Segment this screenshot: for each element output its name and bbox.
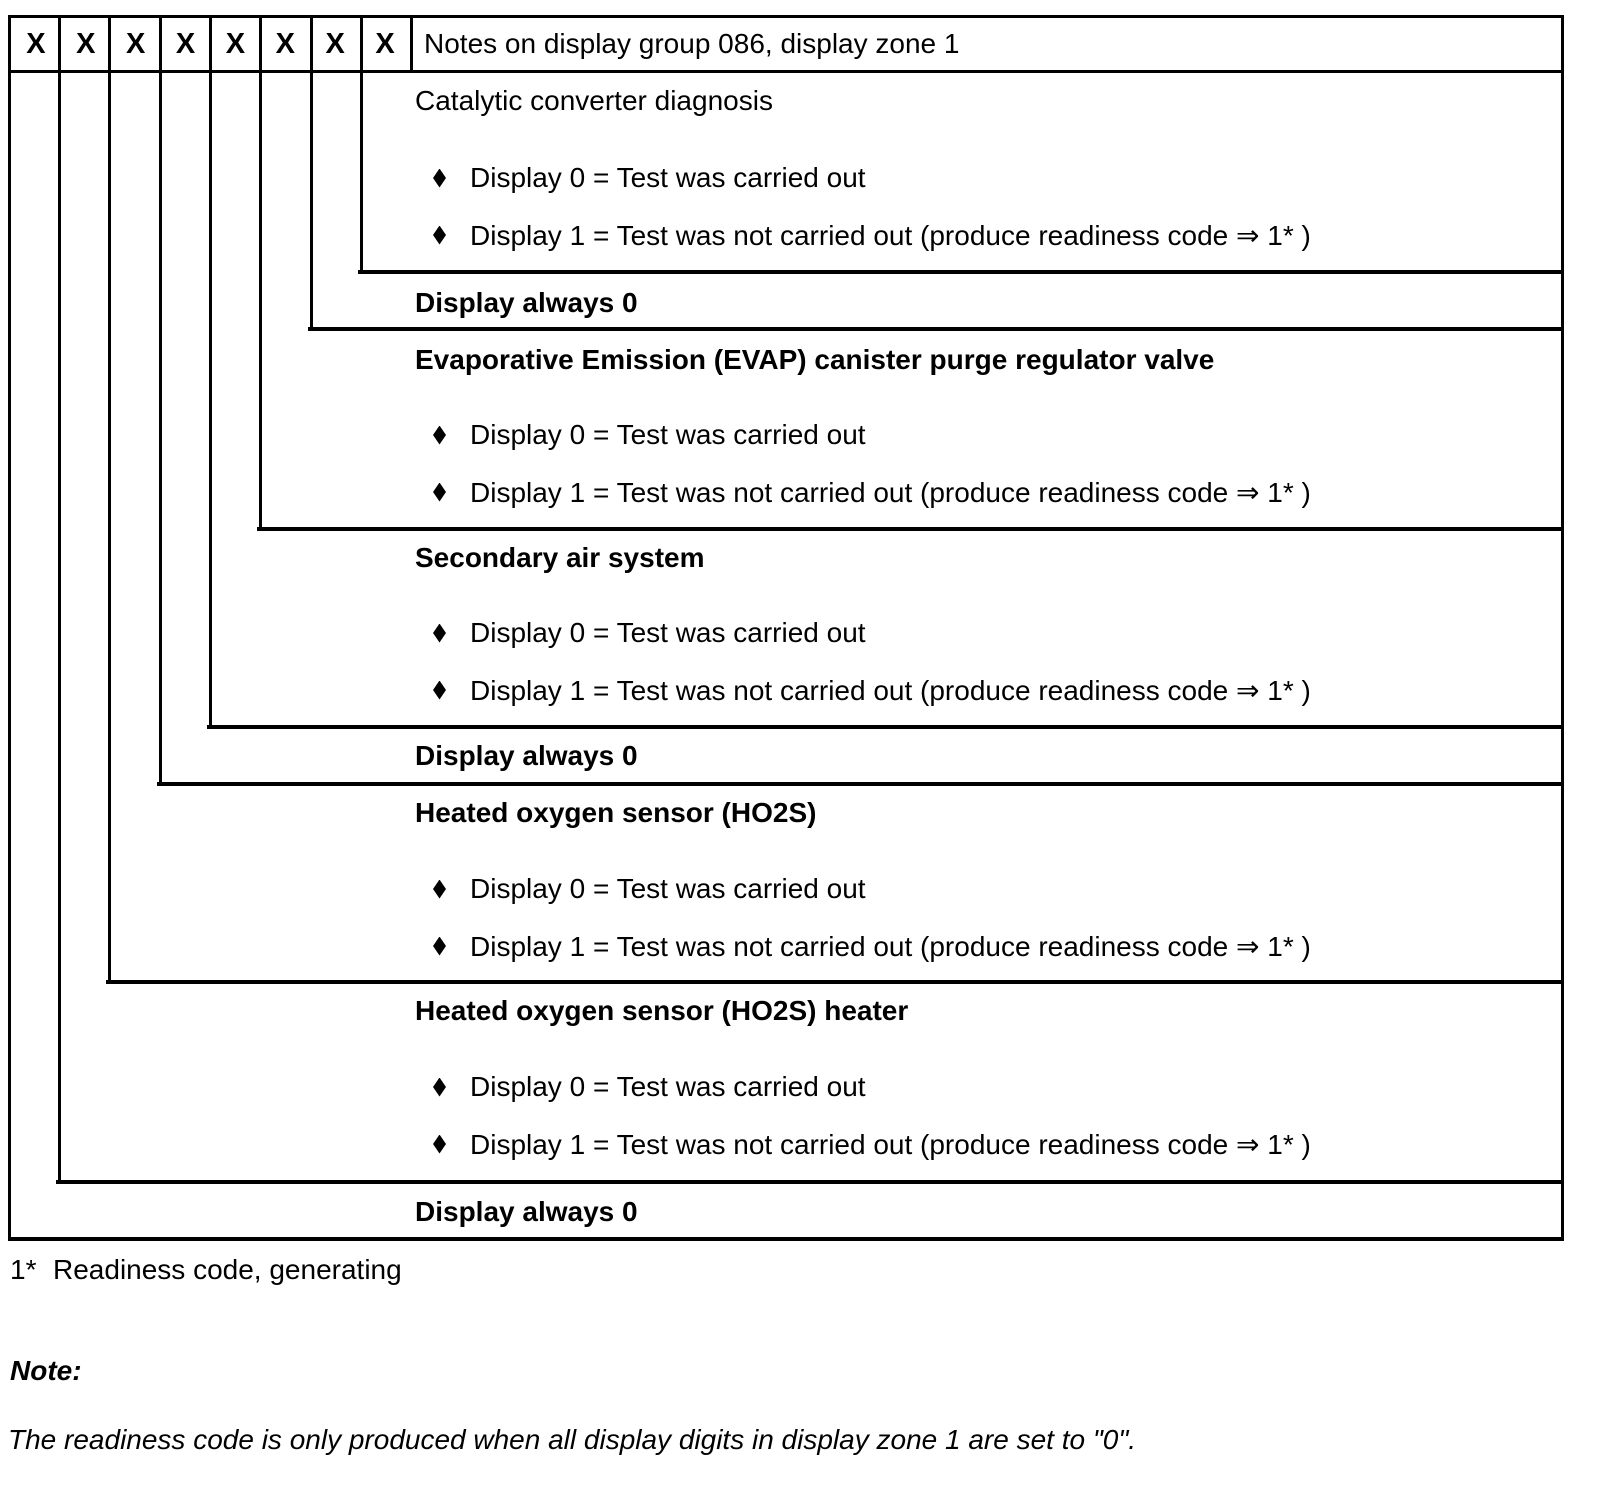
- connector-digit5: [209, 15, 212, 729]
- note-body: The readiness code is only produced when…: [8, 1424, 1137, 1455]
- digit-cell-1: X: [26, 27, 46, 60]
- section-divider-always0-d4: [157, 782, 1564, 786]
- section-title-ho2s: Heated oxygen sensor (HO2S): [415, 797, 817, 828]
- display-digit-row: X X X X X X X X: [11, 18, 410, 70]
- connector-digit4: [159, 15, 162, 786]
- section-divider-evap: [257, 527, 1564, 531]
- bullet-text: Display 1 = Test was not carried out (pr…: [470, 674, 1311, 706]
- connector-digit7: [310, 15, 313, 331]
- diamond-bullet-icon: [433, 225, 446, 245]
- section-title-evap-valve: Evaporative Emission (EVAP) canister pur…: [415, 344, 1215, 375]
- bullet-text: Display 1 = Test was not carried out (pr…: [470, 1128, 1311, 1160]
- digit-cell-7: X: [325, 27, 345, 60]
- bullet-secondary-display-0: Display 0 = Test was carried out: [433, 617, 866, 648]
- diamond-bullet-icon: [433, 623, 446, 643]
- section-title-display-always-0-d4: Display always 0: [415, 740, 638, 771]
- diamond-bullet-icon: [433, 1134, 446, 1154]
- section-title-catalytic-converter: Catalytic converter diagnosis: [415, 85, 773, 116]
- diagram-border-right: [1561, 15, 1564, 1241]
- digit-notes-divider: [410, 15, 413, 73]
- footnote-readiness-code: 1* Readiness code, generating: [10, 1255, 402, 1285]
- diagram-border-top: [8, 15, 1564, 18]
- section-divider-ho2s: [106, 980, 1564, 984]
- section-title-display-always-0-d1: Display always 0: [415, 1196, 638, 1227]
- bullet-ho2s-display-0: Display 0 = Test was carried out: [433, 873, 866, 904]
- section-title-display-always-0-d7: Display always 0: [415, 287, 638, 318]
- bullet-evap-display-0: Display 0 = Test was carried out: [433, 419, 866, 450]
- section-title-secondary-air: Secondary air system: [415, 542, 705, 573]
- connector-digit2: [58, 15, 61, 1184]
- footnote-text: Readiness code, generating: [53, 1254, 402, 1285]
- digit-cell-6: X: [275, 27, 295, 60]
- diamond-bullet-icon: [433, 936, 446, 956]
- diamond-bullet-icon: [433, 168, 446, 188]
- bullet-text: Display 0 = Test was carried out: [470, 162, 866, 193]
- section-divider-always0-d7: [308, 327, 1564, 331]
- bullet-heater-display-1: Display 1 = Test was not carried out (pr…: [433, 1128, 1311, 1160]
- bullet-text: Display 1 = Test was not carried out (pr…: [470, 219, 1311, 251]
- bullet-text: Display 0 = Test was carried out: [470, 873, 866, 904]
- diamond-bullet-icon: [433, 1077, 446, 1097]
- bullet-catalytic-display-0: Display 0 = Test was carried out: [433, 162, 866, 193]
- connector-digit3: [108, 15, 111, 984]
- connector-digit8: [360, 15, 363, 274]
- bullet-text: Display 1 = Test was not carried out (pr…: [470, 476, 1311, 508]
- diagram-border-left: [8, 15, 11, 1241]
- bullet-catalytic-display-1: Display 1 = Test was not carried out (pr…: [433, 219, 1311, 251]
- diamond-bullet-icon: [433, 680, 446, 700]
- digit-cell-8: X: [375, 27, 395, 60]
- bullet-secondary-display-1: Display 1 = Test was not carried out (pr…: [433, 674, 1311, 706]
- section-divider-secondary-air: [207, 725, 1564, 729]
- diagram-border-bottom: [8, 1237, 1564, 1241]
- section-divider-catalytic: [358, 270, 1564, 274]
- digit-row-bottom-line: [8, 70, 1564, 73]
- bullet-text: Display 0 = Test was carried out: [470, 419, 866, 450]
- bullet-text: Display 0 = Test was carried out: [470, 1071, 866, 1102]
- diamond-bullet-icon: [433, 482, 446, 502]
- bullet-evap-display-1: Display 1 = Test was not carried out (pr…: [433, 476, 1311, 508]
- diamond-bullet-icon: [433, 879, 446, 899]
- digit-cell-3: X: [126, 27, 146, 60]
- connector-digit6: [259, 15, 262, 531]
- section-title-ho2s-heater: Heated oxygen sensor (HO2S) heater: [415, 995, 909, 1026]
- digit-cell-5: X: [225, 27, 246, 60]
- footnote-marker: 1*: [10, 1254, 37, 1285]
- bullet-ho2s-display-1: Display 1 = Test was not carried out (pr…: [433, 930, 1311, 962]
- diamond-bullet-icon: [433, 425, 446, 445]
- bullet-text: Display 0 = Test was carried out: [470, 617, 866, 648]
- bullet-heater-display-0: Display 0 = Test was carried out: [433, 1071, 866, 1102]
- digit-cell-4: X: [175, 27, 196, 60]
- digit-cell-2: X: [76, 27, 96, 60]
- bullet-text: Display 1 = Test was not carried out (pr…: [470, 930, 1311, 962]
- diagram-header-title: Notes on display group 086, display zone…: [424, 28, 960, 59]
- note-label: Note:: [10, 1355, 82, 1386]
- section-divider-ho2s-heater: [56, 1180, 1564, 1184]
